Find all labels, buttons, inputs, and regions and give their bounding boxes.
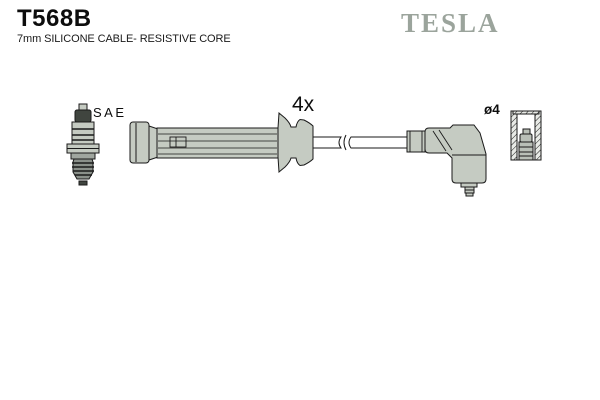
cable-break-symbol <box>343 134 347 151</box>
coil-end-boot-drawing <box>129 111 314 174</box>
connector-terminal-pin <box>460 182 478 197</box>
internal-terminal <box>518 128 534 161</box>
part-description: 7mm SILICONE CABLE- RESISTIVE CORE <box>17 33 231 45</box>
elbow-connector-drawing <box>406 124 487 197</box>
tesla-logo: TESLA <box>401 8 500 38</box>
spark-plug-icon <box>66 103 100 186</box>
sae-label: SAE <box>93 105 127 120</box>
part-number: T568B <box>17 5 92 32</box>
cable-wire-drawing <box>312 134 408 151</box>
quantity-label: 4x <box>292 93 315 116</box>
connector-cross-section-drawing <box>510 110 542 161</box>
diameter-label: ø4 <box>484 102 500 117</box>
